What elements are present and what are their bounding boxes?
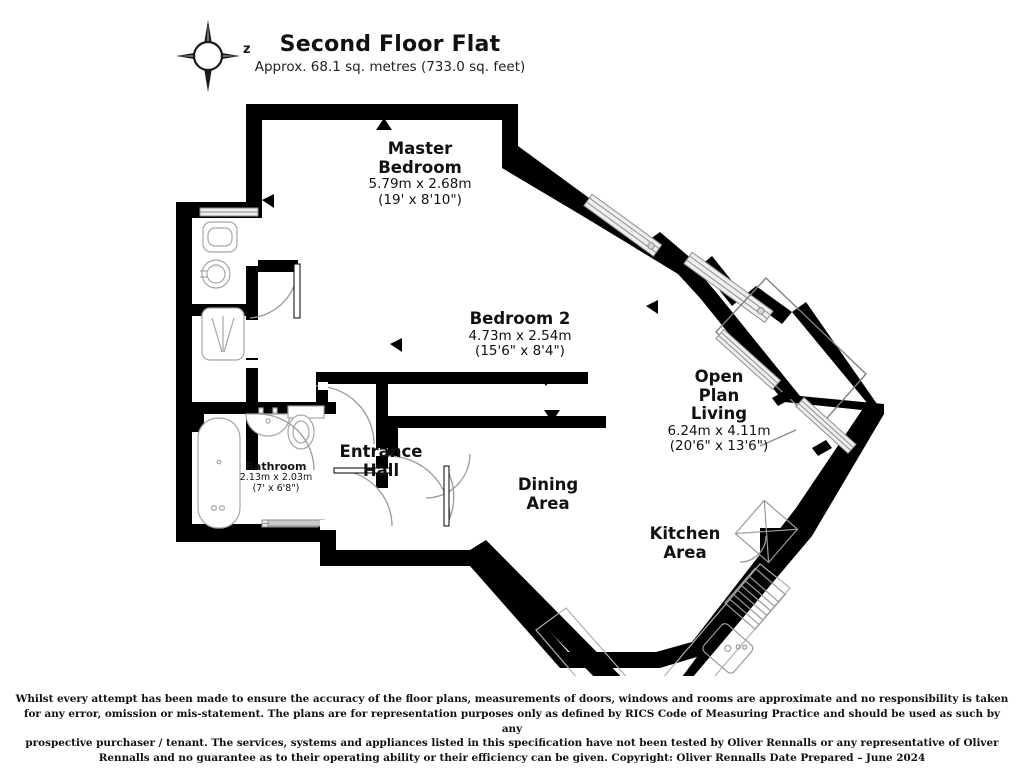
disclaimer-line-1: Whilst every attempt has been made to en… [15, 693, 1009, 705]
compass-direction-label: z [243, 42, 251, 57]
room-name-line1: Entrance [339, 442, 423, 461]
room-label-kitchen-area: Kitchen Area [610, 524, 760, 562]
room-dimension-metric: 4.73m x 2.54m [468, 327, 572, 344]
sink-icon [702, 499, 799, 674]
room-label-bedroom-2: Bedroom 2 4.73m x 2.54m (15'6" x 8'4") [404, 309, 636, 359]
room-label-dining-area: Dining Area [473, 475, 623, 513]
floor-plan-canvas [0, 96, 1024, 676]
shower-tray-icon [201, 307, 245, 361]
room-dimension-imperial: (19' x 8'10") [378, 191, 462, 208]
room-label-entrance-hall: Entrance Hall [306, 442, 456, 480]
room-dimension-imperial: (7' x 6'8") [252, 483, 300, 495]
room-name-line1: Master [387, 139, 453, 158]
drainer-icon [724, 567, 787, 630]
disclaimer-text: Whilst every attempt has been made to en… [14, 692, 1010, 766]
room-name-line1: Open [694, 367, 744, 386]
page-title: Second Floor Flat [279, 32, 501, 57]
room-name: Bedroom 2 [469, 309, 571, 328]
room-dimension-metric: 2.13m x 2.03m [239, 472, 313, 484]
room-label-bathroom: Bathroom 2.13m x 2.03m (7' x 6'8") [196, 460, 356, 495]
window-icon [199, 193, 774, 528]
counter-icon [535, 563, 791, 676]
room-name-line2: Area [526, 493, 570, 513]
bathroom-basin-icon [245, 407, 291, 437]
room-dimension-imperial: (20'6" x 13'6") [669, 438, 769, 455]
viewpoint-arrow-icon [262, 118, 658, 422]
room-name-line2: Hall [362, 460, 400, 480]
balcony-door-icon [715, 328, 857, 455]
plan-header: z Second Floor Flat Approx. 68.1 sq. met… [0, 0, 1024, 100]
room-label-master-bedroom: Master Bedroom 5.79m x 2.68m (19' x 8'10… [304, 139, 536, 208]
room-name-line2: Plan [698, 385, 740, 405]
basin-icon [200, 259, 231, 289]
room-name: Bathroom [245, 460, 307, 473]
room-name-line3: Living [690, 404, 748, 424]
disclaimer-line-3: prospective purchaser / tenant. The serv… [25, 737, 999, 750]
room-name-line2: Bedroom [378, 157, 462, 177]
bathtub-icon [197, 417, 241, 529]
plan-area-subtitle: Approx. 68.1 sq. metres (733.0 sq. feet) [254, 59, 526, 75]
wc-icon [202, 221, 238, 253]
floor-plan-drawing [176, 104, 884, 676]
room-dimension-metric: 5.79m x 2.68m [368, 176, 472, 193]
compass-rose-icon [176, 20, 240, 92]
bathroom-wc-icon [287, 405, 325, 450]
room-name-line1: Kitchen [649, 524, 721, 543]
room-name-line1: Dining [517, 475, 579, 494]
room-dimension-imperial: (15'6" x 8'4") [475, 342, 565, 359]
room-name-line2: Area [663, 542, 707, 562]
disclaimer-line-4: Rennalls and no guarantee as to their op… [98, 752, 926, 765]
disclaimer-line-2: for any error, omission or mis-statement… [24, 707, 1000, 735]
room-dimension-metric: 6.24m x 4.11m [667, 422, 771, 439]
room-label-open-plan-living: Open Plan Living 6.24m x 4.11m (20'6" x … [628, 367, 810, 455]
